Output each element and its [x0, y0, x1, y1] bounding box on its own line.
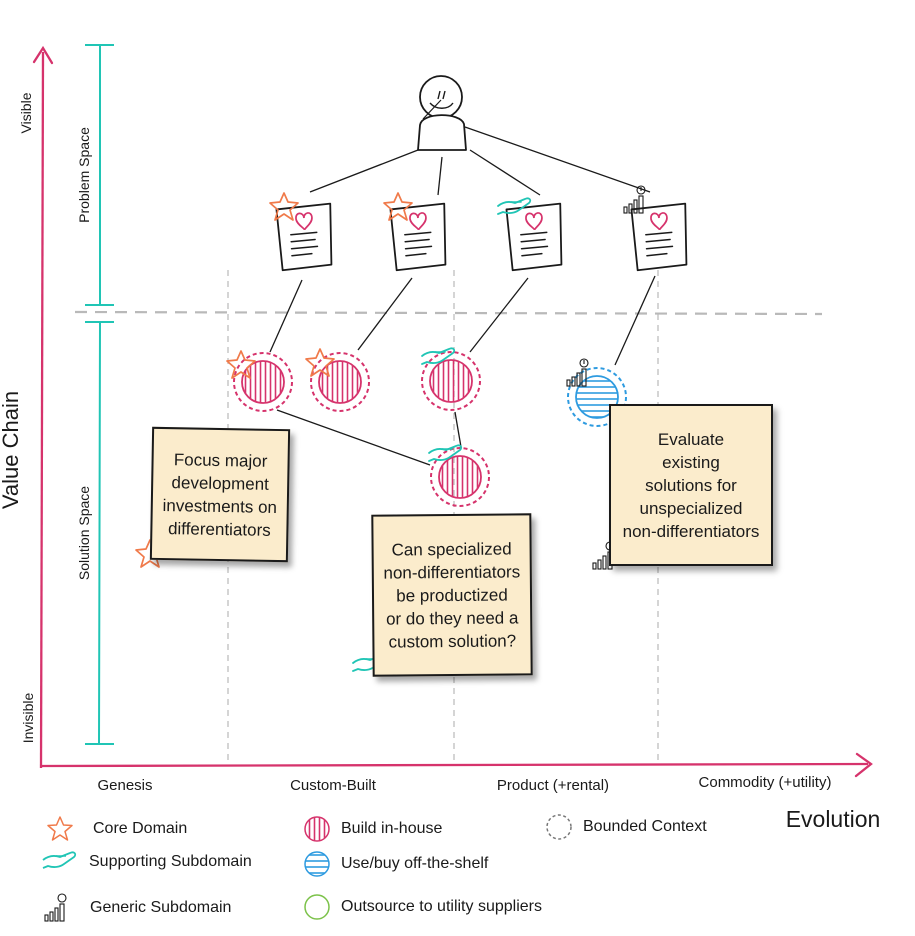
y-axis-title: Value Chain — [0, 391, 23, 509]
legend-use-buy: Use/buy off-the-shelf — [303, 850, 488, 878]
outsource-icon — [304, 894, 330, 920]
bounded-context-supporting-2 — [430, 447, 490, 507]
space-separator — [74, 310, 823, 316]
user-icon — [417, 75, 467, 151]
legend-use-buy-label: Use/buy off-the-shelf — [341, 855, 489, 872]
star-icon — [47, 816, 73, 841]
note-supporting-productize: Can specialized non-differentiators be p… — [371, 513, 533, 677]
y-axis — [32, 45, 54, 769]
legend-core-domain: Core Domain — [45, 815, 187, 843]
legend-bounded-context-label: Bounded Context — [583, 818, 707, 835]
legend-outsource: Outsource to utility suppliers — [303, 893, 542, 921]
legend-build-in-house: Build in-house — [303, 815, 442, 843]
y-axis-top-label: Visible — [18, 92, 34, 133]
generic-subdomain-icon — [44, 893, 67, 922]
hand-icon — [42, 851, 77, 869]
off-the-shelf-icon — [304, 851, 330, 877]
legend-generic-subdomain: Generic Subdomain — [44, 893, 231, 923]
problem-space-bracket — [85, 44, 114, 306]
legend-core-domain-label: Core Domain — [93, 820, 188, 837]
stage-custom-built: Custom-Built — [290, 777, 377, 794]
note-core-investments: Focus major development investments on d… — [149, 426, 291, 563]
solution-space-bracket — [85, 321, 114, 745]
legend-outsource-label: Outsource to utility suppliers — [341, 898, 542, 915]
connections — [269, 126, 656, 466]
bounded-context-core-2 — [310, 352, 370, 412]
stage-commodity: Commodity (+utility) — [699, 774, 832, 791]
build-in-house-icon — [304, 816, 330, 842]
x-axis-title: Evolution — [786, 806, 881, 832]
bounded-context-supporting-1 — [421, 351, 481, 411]
document-generic — [630, 202, 690, 272]
legend-supporting-subdomain-label: Supporting Subdomain — [89, 853, 252, 870]
legend-generic-subdomain-label: Generic Subdomain — [90, 899, 232, 916]
note-generic-evaluate: Evaluate existing solutions for unspecia… — [609, 404, 773, 566]
x-axis — [40, 752, 873, 778]
solution-space-label: Solution Space — [76, 486, 92, 580]
bounded-context-core-1 — [233, 352, 293, 412]
stage-genesis: Genesis — [97, 777, 152, 794]
legend-supporting-subdomain: Supporting Subdomain — [41, 850, 252, 874]
legend-bounded-context: Bounded Context — [545, 813, 707, 841]
stage-product: Product (+rental) — [497, 777, 609, 794]
bounded-context-icon — [546, 814, 572, 840]
document-supporting — [505, 202, 565, 272]
problem-space-label: Problem Space — [76, 127, 92, 223]
y-axis-bottom-label: Invisible — [20, 693, 36, 744]
legend-build-in-house-label: Build in-house — [341, 820, 443, 837]
